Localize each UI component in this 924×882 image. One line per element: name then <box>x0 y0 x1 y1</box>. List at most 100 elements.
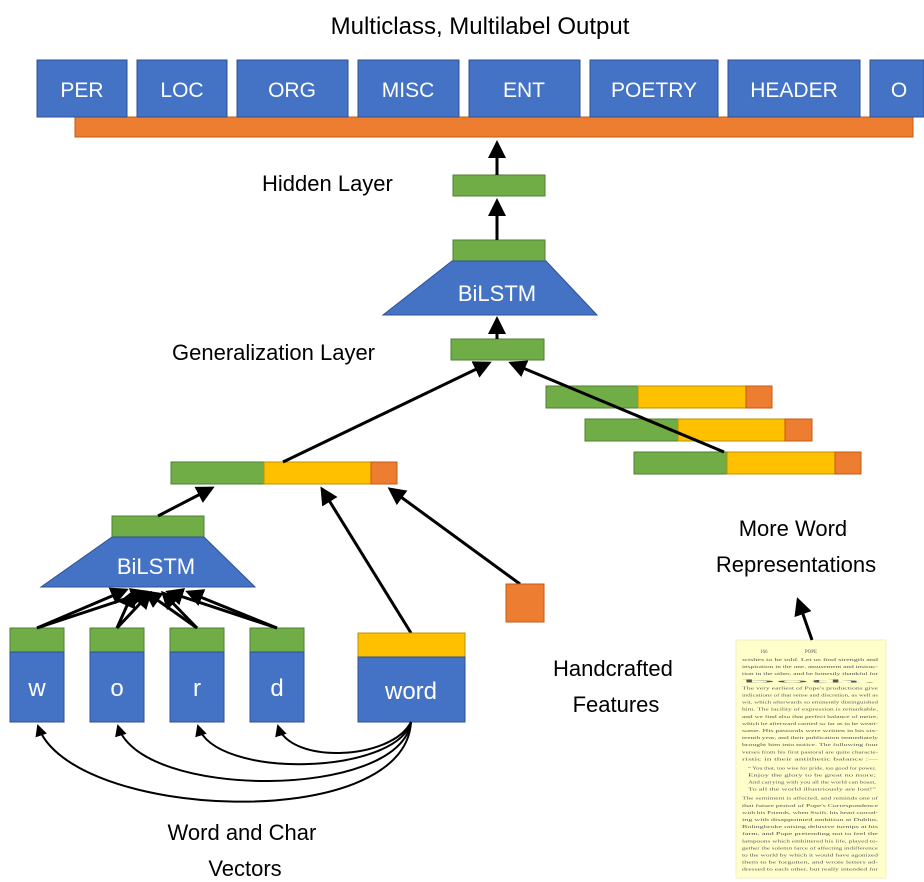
char-label-w: w <box>27 675 46 702</box>
arrow-char-bilstm-to-rep <box>157 486 215 518</box>
book-page-line: And carrying with you all the world can … <box>748 780 876 786</box>
book-page-line: lampoons which embittered his life, play… <box>742 838 879 844</box>
book-page-line: tion in the other, and be honestly thank… <box>742 671 879 677</box>
output-box-poetry <box>589 59 719 118</box>
book-page-line: verses from his first pastoral are quite… <box>742 749 879 754</box>
book-page-line: which he afterward carried so far as to … <box>742 721 879 726</box>
more-rep-3-char <box>633 451 728 475</box>
char-part <box>170 461 265 485</box>
output-box-header <box>727 59 861 118</box>
output-label-header: HEADER <box>750 79 838 102</box>
output-labels: PER LOC ORG MISC ENT POETRY HEADER O <box>36 59 924 118</box>
output-label-poetry: POETRY <box>611 79 697 102</box>
output-label-per: PER <box>60 79 103 102</box>
arrow-more-reps-to-gen <box>508 360 725 454</box>
arrow-word-to-rep <box>320 486 413 634</box>
book-page-line: both. <box>742 678 878 683</box>
book-page-line: teenth year, and their publication immed… <box>742 735 879 741</box>
book-page-line: farm, and Pope pretending not to feel th… <box>742 831 878 837</box>
more-word-representations-label: More Word Representations <box>716 516 876 577</box>
more-rep-3-word <box>726 451 836 475</box>
feature-part <box>370 461 398 485</box>
curve-to-r <box>195 721 412 766</box>
handcrafted-feature-box <box>505 583 545 623</box>
book-page-line: wit, which afterwards so eminently disti… <box>742 700 879 706</box>
output-label-misc: MISC <box>382 79 435 102</box>
output-bar <box>74 116 914 138</box>
book-page-line: some. His pastorals were written in his … <box>742 728 879 733</box>
char-box-o <box>89 651 145 723</box>
hidden-layer-vector <box>452 174 546 197</box>
output-label-org: ORG <box>268 79 316 102</box>
generalization-layer-label: Generalization Layer <box>172 340 375 365</box>
char-box-w <box>9 651 65 723</box>
bilstm-char-label: BiLSTM <box>117 554 195 579</box>
word-char-line-1: Word and Char <box>168 820 317 845</box>
arrow-o-2 <box>115 589 136 629</box>
bilstm-char-output-vector <box>111 515 205 538</box>
book-page-line: with his Friends, when Swift, his heart … <box>742 810 879 816</box>
book-page-line: gether the solemn farce of affecting ind… <box>742 845 878 850</box>
curve-to-w <box>35 721 412 803</box>
output-box-org <box>236 59 349 118</box>
word-label: word <box>384 678 437 705</box>
bilstm-top-label: BiLSTM <box>458 281 536 306</box>
book-page-line: that future period of Pope's Corresponde… <box>742 803 878 808</box>
handcrafted-features-line-1: Handcrafted <box>553 656 673 681</box>
book-page-running-head: POPE <box>805 650 817 655</box>
output-box-loc <box>136 59 228 118</box>
word-box <box>357 656 466 723</box>
book-page-number: 166 <box>760 650 768 655</box>
char-box-d <box>249 651 305 723</box>
book-page-line: indications of that sense and discretion… <box>742 693 878 699</box>
char-vector-w <box>9 627 65 653</box>
handcrafted-features-label: Handcrafted Features <box>553 656 679 717</box>
book-page-line: Enjoy the glory to be great no more; <box>748 773 876 778</box>
word-char-vectors-label: Word and Char Vectors <box>168 820 323 881</box>
output-box-o <box>869 59 924 118</box>
curve-to-d <box>275 721 412 754</box>
more-rep-1-word <box>637 385 747 409</box>
diagram-title: Multiclass, Multilabel Output <box>331 13 630 40</box>
book-page-line: ristic in their antithetic balance :— <box>742 756 879 761</box>
char-box-r <box>169 651 225 723</box>
book-page-line: To all the world illustriously are lost!… <box>748 787 876 792</box>
book-page-line: them to be forgotten, and wrote letters … <box>742 860 879 866</box>
more-rep-2-feat <box>784 418 813 442</box>
word-to-char-curves <box>35 721 412 803</box>
output-label-loc: LOC <box>160 79 203 102</box>
book-page-line: dressed to each other, but really intend… <box>742 867 879 873</box>
char-label-r: r <box>193 675 201 702</box>
output-label-ent: ENT <box>503 79 545 102</box>
bilstm-top-output-vector <box>452 239 546 262</box>
book-page-thumbnail <box>735 639 887 879</box>
char-label-d: d <box>270 675 283 702</box>
book-page-line: Bolingbroke raising delusive turnips at … <box>742 824 878 829</box>
arrow-word-rep-to-gen <box>282 361 492 464</box>
book-page-line: inspiration in the one, amusement and in… <box>742 664 879 670</box>
word-vector <box>357 632 466 658</box>
book-page-line: him. The facility of expression is remar… <box>742 707 878 713</box>
book-page-line: brought him into notice. The following f… <box>742 742 879 747</box>
bilstm-top-trapezoid <box>381 260 599 316</box>
char-vector-r <box>169 627 225 653</box>
book-page-line: to the world by which it would have agon… <box>742 853 879 858</box>
char-label-o: o <box>110 675 123 702</box>
word-char-line-2: Vectors <box>208 856 281 881</box>
arrow-o-1 <box>115 590 153 630</box>
char-vector-o <box>89 627 145 653</box>
book-page-line: “ You that, too wise for pride, too good… <box>748 765 876 771</box>
char-vector-d <box>249 627 305 653</box>
bilstm-char-trapezoid <box>39 536 257 588</box>
more-word-rep-line-1: More Word <box>739 516 847 541</box>
char-embeddings: w o r d <box>9 627 305 723</box>
word-part <box>263 461 372 485</box>
handcrafted-features-line-2: Features <box>573 692 660 717</box>
output-label-o: O <box>891 79 907 102</box>
more-rep-1-feat <box>745 385 773 409</box>
more-rep-2-word <box>677 418 786 442</box>
curve-to-o <box>115 721 412 782</box>
more-rep-2-char <box>584 418 679 442</box>
book-page-line: and we find also that perfect balance of… <box>742 714 878 720</box>
